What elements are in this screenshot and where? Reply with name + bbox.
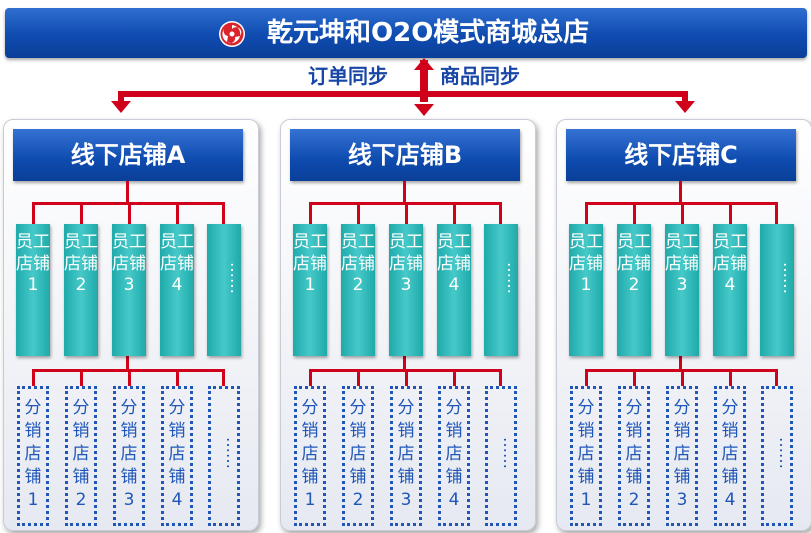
store-panel-c: 线下店铺C 员工店铺1 员工店铺2 员工店铺3 员工店铺4 …… 分销店铺1 分… [556, 119, 811, 531]
employee-store-1: 员工店铺1 [16, 224, 50, 356]
employee-store-more: …… [207, 224, 246, 356]
down-arrow-icon [414, 104, 434, 116]
down-arrow-icon [111, 101, 131, 113]
order-sync-label: 订单同步 [308, 64, 388, 88]
distributor-store-1: 分销店铺1 [17, 386, 49, 526]
distributor-store-2: 分销店铺2 [618, 386, 650, 526]
swirl-logo-icon [219, 21, 245, 47]
product-sync-label: 商品同步 [440, 64, 520, 88]
main-store-header: 乾元坤和O2O模式商城总店 [5, 8, 807, 58]
employee-store-1: 员工店铺1 [293, 224, 327, 356]
down-arrow-icon [675, 101, 695, 113]
distributor-store-1: 分销店铺1 [570, 386, 602, 526]
distributor-store-4: 分销店铺4 [438, 386, 470, 526]
distributor-store-more: …… [208, 386, 242, 526]
distributor-store-3: 分销店铺3 [666, 386, 698, 526]
distributor-store-3: 分销店铺3 [390, 386, 422, 526]
store-panel-a: 线下店铺A 员工店铺1 员工店铺2 员工店铺3 员工店铺4 …… 分销店铺1 分… [3, 119, 259, 531]
distributor-store-4: 分销店铺4 [161, 386, 193, 526]
store-header: 线下店铺C [566, 129, 796, 181]
employee-store-1: 员工店铺1 [569, 224, 603, 356]
distributor-store-1: 分销店铺1 [294, 386, 326, 526]
employee-store-3: 员工店铺3 [112, 224, 146, 356]
distributor-store-more: …… [485, 386, 519, 526]
distributor-store-more: …… [761, 386, 795, 526]
employee-store-4: 员工店铺4 [713, 224, 747, 356]
distributor-store-2: 分销店铺2 [65, 386, 97, 526]
employee-store-2: 员工店铺2 [341, 224, 375, 356]
tree-lines [309, 181, 502, 386]
tree-lines [585, 181, 778, 386]
store-header: 线下店铺A [13, 129, 243, 181]
employee-store-more: …… [484, 224, 523, 356]
main-store-title: 乾元坤和O2O模式商城总店 [267, 18, 590, 48]
distributor-store-2: 分销店铺2 [342, 386, 374, 526]
employee-store-more: …… [760, 224, 799, 356]
employee-store-4: 员工店铺4 [160, 224, 194, 356]
employee-store-2: 员工店铺2 [617, 224, 651, 356]
up-arrow-icon [414, 58, 434, 70]
employee-store-3: 员工店铺3 [665, 224, 699, 356]
employee-store-4: 员工店铺4 [437, 224, 471, 356]
distributor-store-3: 分销店铺3 [113, 386, 145, 526]
store-header: 线下店铺B [290, 129, 520, 181]
store-panel-b: 线下店铺B 员工店铺1 员工店铺2 员工店铺3 员工店铺4 …… 分销店铺1 分… [280, 119, 536, 531]
tree-lines [32, 181, 225, 386]
distributor-store-4: 分销店铺4 [714, 386, 746, 526]
employee-store-2: 员工店铺2 [64, 224, 98, 356]
employee-store-3: 员工店铺3 [389, 224, 423, 356]
